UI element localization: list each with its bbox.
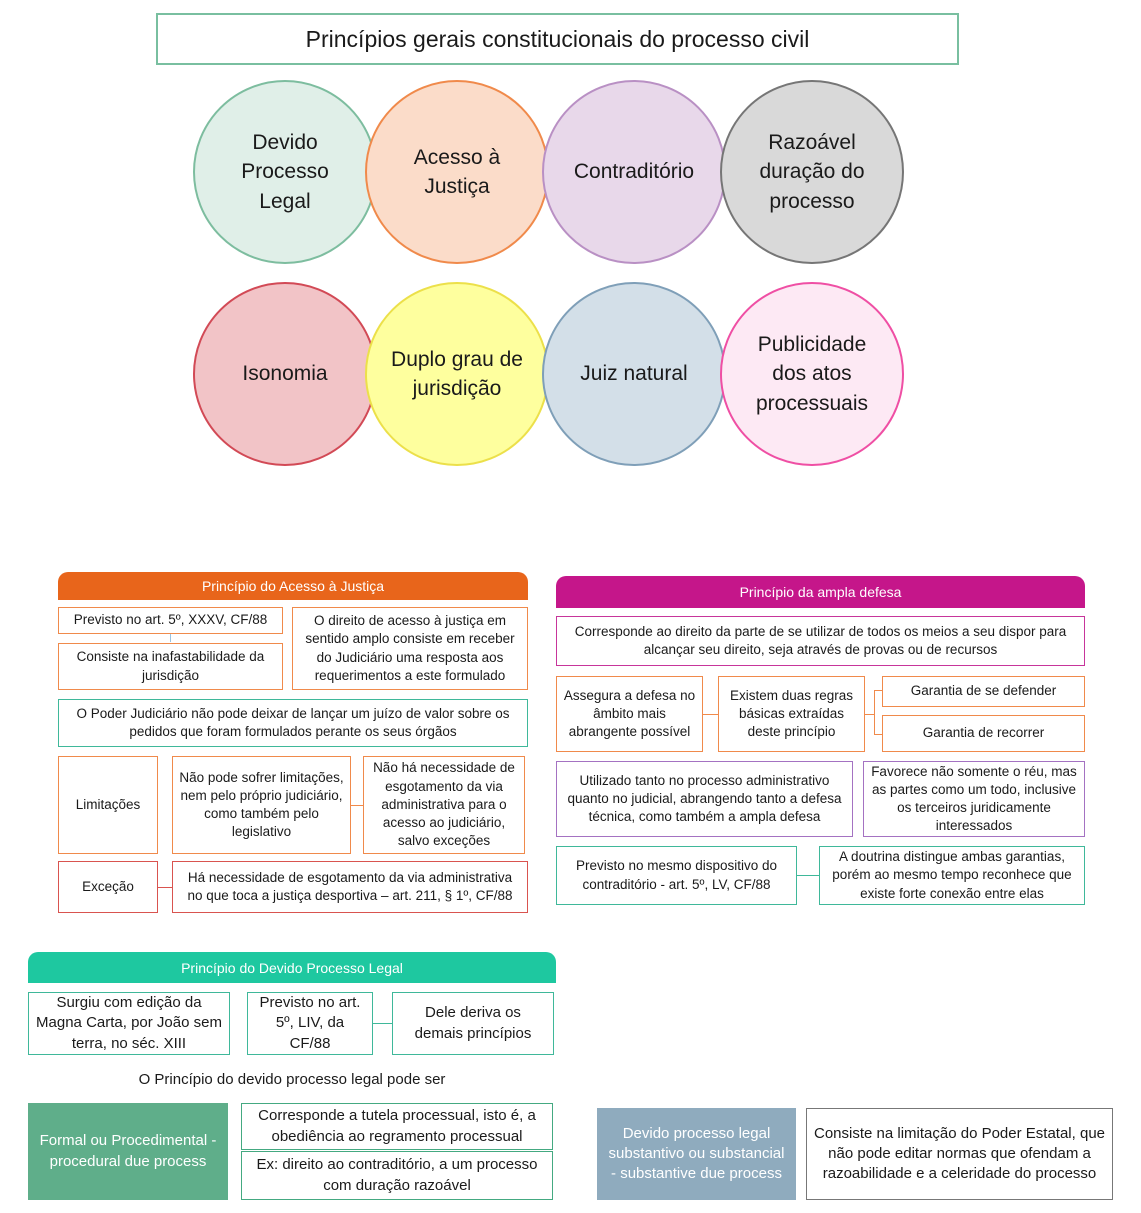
ampla-corresponde: Corresponde ao direito da parte de se ut… [556, 616, 1085, 666]
circle-devido-processo-legal: Devido Processo Legal [193, 80, 377, 264]
circle-isonomia: Isonomia [193, 282, 377, 466]
acesso-excecao-label: Exceção [58, 861, 158, 913]
circle-publicidade: Publicidade dos atos processuais [720, 282, 904, 466]
devido-previsto: Previsto no art. 5º, LIV, da CF/88 [247, 992, 373, 1055]
circle-juiz-natural: Juiz natural [542, 282, 726, 466]
devido-formal-2: Ex: direito ao contraditório, a um proce… [241, 1151, 553, 1200]
acesso-excecao-text: Há necessidade de esgotamento da via adm… [172, 861, 528, 913]
acesso-header: Princípio do Acesso à Justiça [58, 572, 528, 600]
acesso-consiste: Consiste na inafastabilidade da jurisdiç… [58, 643, 283, 690]
devido-substantivo-text: Consiste na limitação do Poder Estatal, … [806, 1108, 1113, 1200]
circle-acesso-justica: Acesso à Justiça [365, 80, 549, 264]
ampla-doutrina: A doutrina distingue ambas garantias, po… [819, 846, 1085, 905]
diagram-title: Princípios gerais constitucionais do pro… [156, 13, 959, 65]
acesso-limitacoes-1: Não pode sofrer limitações, nem pelo pró… [172, 756, 351, 854]
devido-header: Princípio do Devido Processo Legal [28, 952, 556, 983]
acesso-limitacoes-label: Limitações [58, 756, 158, 854]
ampla-garantia-recorrer: Garantia de recorrer [882, 715, 1085, 752]
acesso-previsto: Previsto no art. 5º, XXXV, CF/88 [58, 607, 283, 634]
ampla-header: Princípio da ampla defesa [556, 576, 1085, 608]
ampla-favorece: Favorece não somente o réu, mas as parte… [863, 761, 1085, 837]
devido-formal-1: Corresponde a tutela processual, isto é,… [241, 1103, 553, 1150]
devido-substantivo-label: Devido processo legal substantivo ou sub… [597, 1108, 796, 1200]
circle-razoavel-duracao: Razoável duração do processo [720, 80, 904, 264]
ampla-garantia-defender: Garantia de se defender [882, 676, 1085, 707]
circle-contraditorio: Contraditório [542, 80, 726, 264]
ampla-existem-regras: Existem duas regras básicas extraídas de… [718, 676, 865, 752]
ampla-previsto: Previsto no mesmo dispositivo do contrad… [556, 846, 797, 905]
devido-surgiu: Surgiu com edição da Magna Carta, por Jo… [28, 992, 230, 1055]
ampla-utilizado: Utilizado tanto no processo administrati… [556, 761, 853, 837]
acesso-direito: O direito de acesso à justiça em sentido… [292, 607, 528, 690]
ampla-assegura: Assegura a defesa no âmbito mais abrange… [556, 676, 703, 752]
circle-duplo-grau: Duplo grau de jurisdição [365, 282, 549, 466]
acesso-poder-judiciario: O Poder Judiciário não pode deixar de la… [58, 699, 528, 747]
devido-pode-ser: O Princípio do devido processo legal pod… [138, 1070, 446, 1088]
devido-deriva: Dele deriva os demais princípios [392, 992, 554, 1055]
devido-formal-label: Formal ou Procedimental - procedural due… [28, 1103, 228, 1200]
acesso-limitacoes-2: Não há necessidade de esgotamento da via… [363, 756, 525, 854]
